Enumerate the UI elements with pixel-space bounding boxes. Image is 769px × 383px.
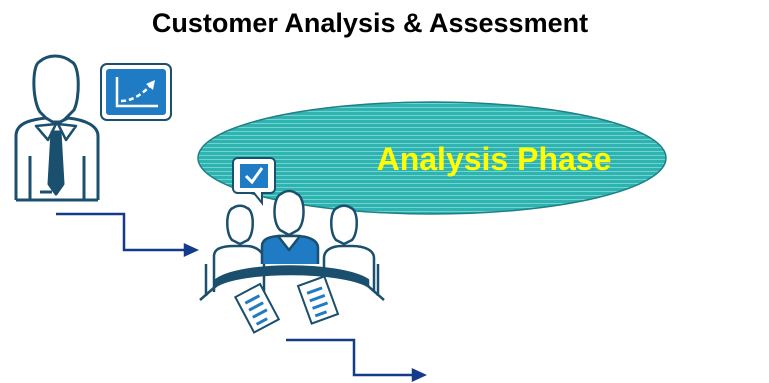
meeting-team-icon bbox=[199, 189, 385, 301]
document-icon bbox=[233, 282, 281, 334]
page-title: Customer Analysis & Assessment bbox=[151, 8, 589, 38]
document-icon bbox=[296, 275, 340, 325]
analysis-phase-label: Analysis Phase bbox=[377, 141, 612, 177]
analyst-person-icon bbox=[14, 54, 100, 202]
analysis-phase-ellipse: Analysis Phase bbox=[197, 101, 667, 215]
connector-arrow-2 bbox=[286, 338, 428, 382]
trend-chart-icon bbox=[100, 63, 172, 121]
connector-arrow-1 bbox=[56, 212, 200, 257]
checkmark-speech-bubble-icon bbox=[232, 157, 276, 206]
